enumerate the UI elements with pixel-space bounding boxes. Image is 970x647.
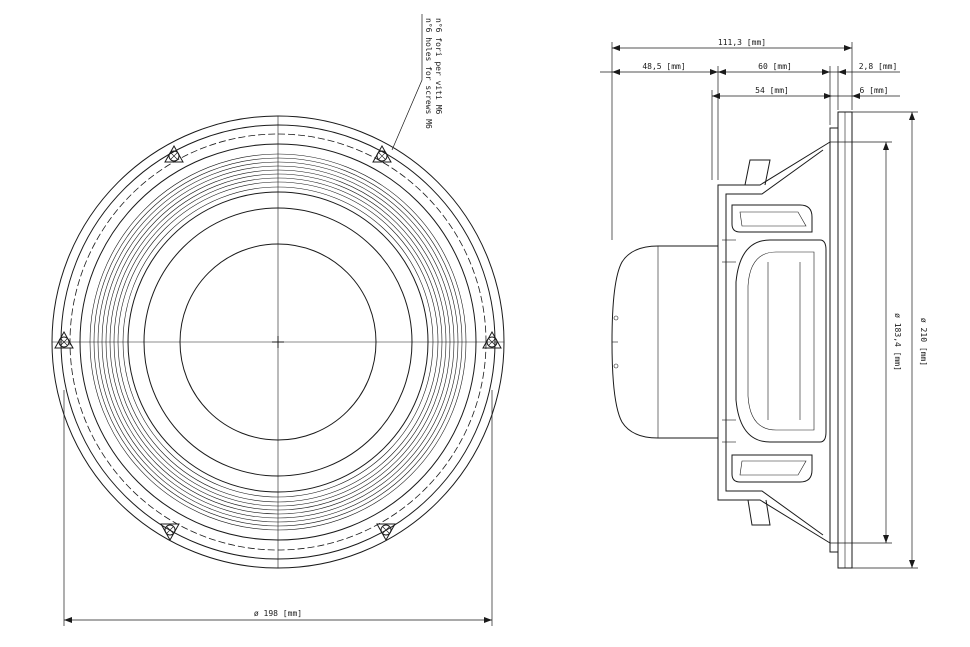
- mounting-holes: [54, 144, 502, 542]
- outer-diameter-label: ø 210 [mm]: [919, 318, 928, 366]
- note-line-2: n°6 holes for screws M6: [424, 18, 433, 129]
- flange-thickness-label: 2,8 [mm]: [859, 62, 898, 71]
- holes-note: n°6 fori per viti M6 n°6 holes for screw…: [424, 18, 443, 129]
- mount-depth-label: 54 [mm]: [755, 86, 789, 95]
- magnet: [611, 245, 718, 439]
- basket-depth-label: 60 [mm]: [758, 62, 792, 71]
- front-to-flange-label: 6 [mm]: [860, 86, 889, 95]
- front-diameter-dimension: [63, 390, 493, 626]
- note-leader: [391, 14, 423, 151]
- cutout-diameter-dimension: [830, 141, 892, 544]
- basket-window-bottom: [731, 454, 813, 483]
- magnet-depth-label: 48,5 [mm]: [642, 62, 685, 71]
- basket-window-center: [735, 239, 827, 443]
- depth-dimension-row3: [712, 93, 900, 99]
- front-view: [51, 14, 505, 626]
- note-line-1: n°6 fori per viti M6: [434, 18, 443, 115]
- basket-window-top: [731, 204, 813, 233]
- overall-depth-label: 111,3 [mm]: [718, 38, 766, 47]
- depth-dimension-overall: [612, 45, 852, 51]
- basket: [717, 141, 831, 544]
- depth-dimension-row2: [600, 69, 900, 75]
- outer-diameter-dimension: [852, 111, 918, 569]
- front-diameter-label: ø 198 [mm]: [254, 609, 302, 618]
- cutout-diameter-label: ø 183,4 [mm]: [893, 313, 902, 371]
- side-view: [600, 42, 918, 569]
